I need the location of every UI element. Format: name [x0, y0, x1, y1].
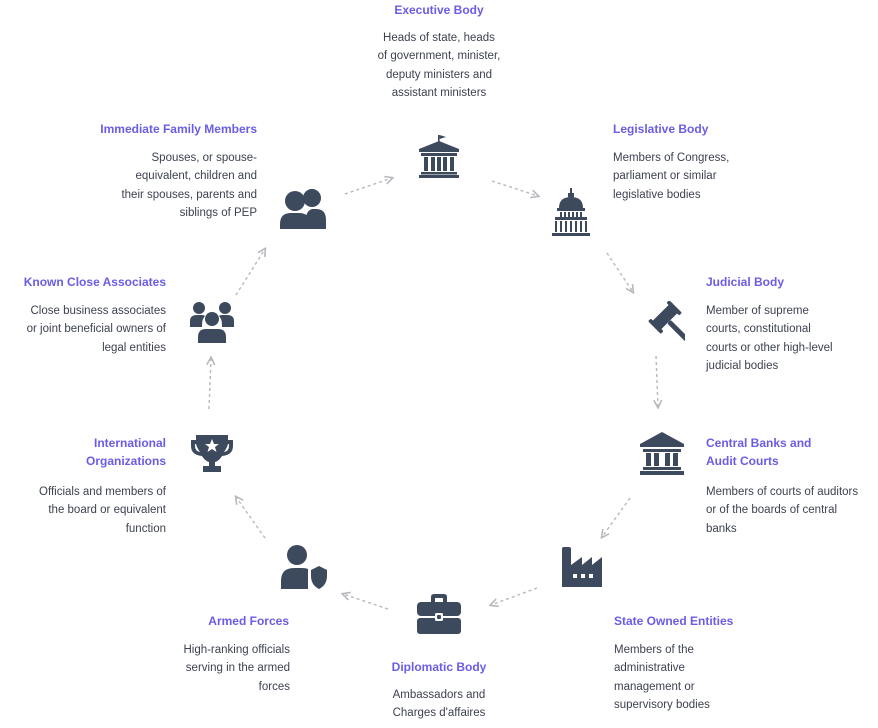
arrow-state-owned-to-diplomatic: [491, 587, 538, 605]
family-description: Spouses, or spouse- equivalent, children…: [121, 152, 257, 219]
armed-forces-description: High-ranking officials serving in the ar…: [183, 644, 290, 693]
capitol-dome-icon: [552, 188, 590, 238]
family-users-icon: [280, 187, 326, 231]
factory-icon: [560, 545, 604, 589]
arrow-judicial-to-central-banks: [656, 355, 658, 407]
family-title: Immediate Family Members: [100, 122, 257, 136]
trophy-icon: [190, 430, 234, 474]
user-group-icon: [190, 301, 234, 343]
close-associates-title: Known Close Associates: [23, 275, 166, 289]
international-title: International Organizations: [85, 436, 166, 468]
arrow-legislative-to-judicial: [606, 252, 633, 292]
user-shield-icon: [280, 544, 328, 590]
executive-description: Heads of state, heads of government, min…: [377, 32, 501, 99]
judicial-title: Judicial Body: [706, 275, 785, 289]
legislative-description: Members of Congress, parliament or simil…: [613, 152, 730, 201]
briefcase-icon: [416, 592, 462, 636]
bank-icon: [639, 431, 685, 475]
state-owned-description: Members of the administrative management…: [614, 644, 710, 711]
arrow-central-banks-to-state-owned: [602, 497, 631, 537]
central-banks-title: Central Banks and Audit Courts: [706, 436, 812, 468]
arrow-diplomatic-to-armed-forces: [343, 594, 389, 610]
international-description: Officials and members of the board or eq…: [39, 486, 166, 535]
judicial-description: Member of supreme courts, constitutional…: [706, 305, 833, 372]
diplomatic-title: Diplomatic Body: [391, 660, 487, 674]
arrow-executive-to-legislative: [491, 180, 538, 196]
government-building-icon: [417, 134, 461, 178]
arrow-armed-forces-to-international: [236, 497, 266, 539]
state-owned-title: State Owned Entities: [614, 614, 734, 628]
close-associates-description: Close business associates or joint benef…: [26, 305, 166, 354]
diplomatic-description: Ambassadors and Charges d'affaires: [392, 689, 486, 720]
arrow-family-to-executive: [344, 178, 392, 195]
executive-title: Executive Body: [394, 3, 484, 17]
armed-forces-title: Armed Forces: [208, 614, 289, 628]
central-banks-description: Members of courts of auditors or of the …: [706, 486, 859, 535]
gavel-icon: [639, 301, 685, 343]
legislative-title: Legislative Body: [613, 122, 709, 136]
arrow-international-to-close-associates: [209, 358, 211, 410]
arrow-close-associates-to-family: [235, 249, 265, 296]
